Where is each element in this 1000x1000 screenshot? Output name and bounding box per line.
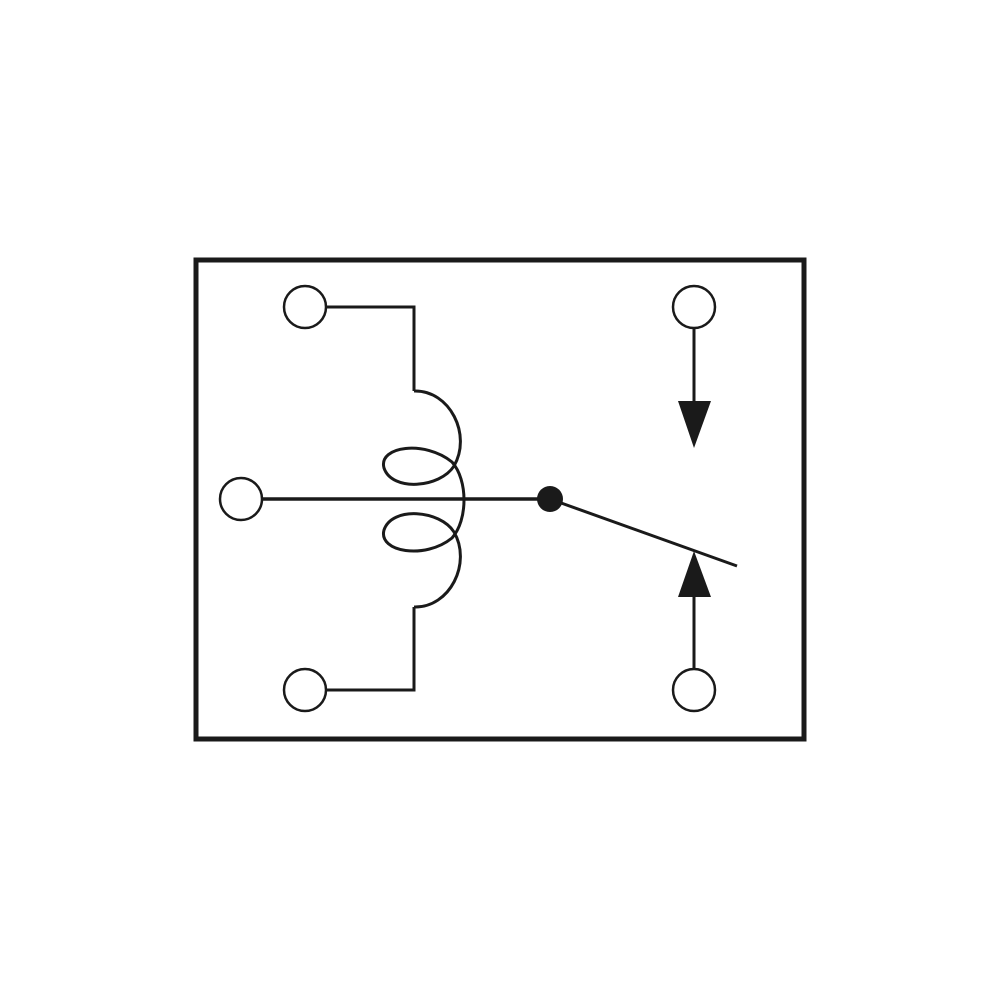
- coil-top-lead: [326, 305, 416, 391]
- terminal-bottom-right: [671, 667, 717, 713]
- terminal-coil-bottom: [282, 667, 328, 713]
- pivot-dot: [537, 486, 563, 512]
- terminal-common: [218, 476, 264, 522]
- terminal-top-right: [671, 284, 717, 330]
- coil-bottom-lead: [326, 607, 416, 692]
- terminal-coil-top: [282, 284, 328, 330]
- relay-housing-box: [193, 257, 807, 742]
- arrow-down-icon: [678, 401, 711, 448]
- arrow-up-icon: [678, 551, 711, 597]
- switch-arm: [549, 497, 738, 568]
